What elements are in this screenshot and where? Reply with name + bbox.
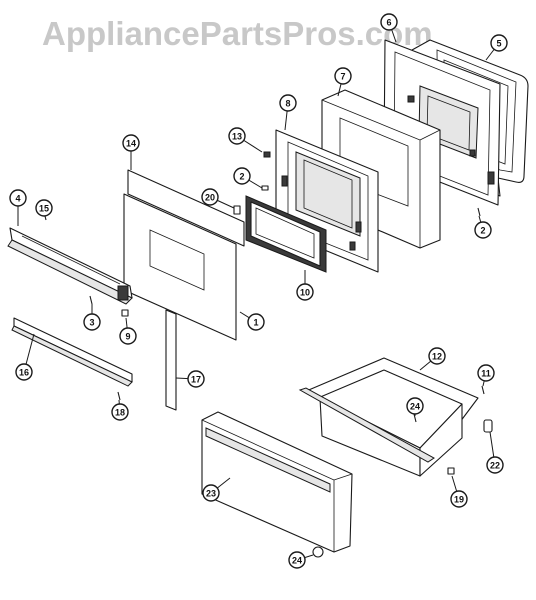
callout-2[interactable]: 2	[233, 167, 263, 189]
callout-circle	[83, 313, 101, 331]
callout-circle	[380, 13, 398, 31]
callout-circle	[122, 134, 140, 152]
callout-20[interactable]: 20	[201, 188, 235, 209]
callout-circle	[428, 347, 446, 365]
screw-3	[89, 295, 93, 305]
callout-number: 9	[125, 332, 130, 342]
callout-number: 17	[191, 375, 201, 385]
glass-panel-part	[127, 169, 245, 247]
glide-24b	[312, 546, 324, 558]
callout-number: 2	[480, 226, 485, 236]
callout-number: 24	[292, 556, 302, 566]
side-trim-part	[165, 309, 177, 411]
screw-2a	[261, 185, 269, 191]
spring-13	[263, 151, 271, 158]
callout-3[interactable]: 3	[83, 304, 101, 331]
callout-9[interactable]: 9	[119, 317, 137, 345]
callout-circle	[119, 327, 137, 345]
callout-circle	[111, 403, 129, 421]
callout-number: 6	[386, 18, 391, 28]
callout-circle	[187, 370, 205, 388]
callout-number: 7	[340, 72, 345, 82]
clip-9	[121, 309, 129, 317]
callout-11[interactable]: 11	[477, 364, 495, 387]
callout-12[interactable]: 12	[419, 347, 446, 371]
callout-13[interactable]: 13	[228, 127, 263, 153]
callout-circle	[15, 363, 33, 381]
callout-circle	[406, 397, 424, 415]
roller-22	[483, 419, 493, 433]
callout-number: 13	[232, 132, 242, 142]
callout-number: 10	[300, 288, 310, 298]
callout-circle	[233, 167, 251, 185]
callout-number: 20	[205, 193, 215, 203]
callout-circle	[228, 127, 246, 145]
callout-number: 3	[89, 318, 94, 328]
callout-circle	[334, 67, 352, 85]
callout-15[interactable]: 15	[35, 199, 53, 217]
callout-circle	[296, 283, 314, 301]
callout-number: 8	[285, 99, 290, 109]
callout-number: 18	[115, 408, 125, 418]
callout-7[interactable]: 7	[334, 67, 352, 97]
callout-19[interactable]: 19	[450, 475, 468, 508]
callout-10[interactable]: 10	[296, 270, 314, 301]
callout-number: 16	[19, 368, 29, 378]
callout-circle	[201, 188, 219, 206]
bracket-20	[233, 205, 241, 215]
callout-circle	[35, 199, 53, 217]
callout-circle	[474, 221, 492, 239]
callout-number: 15	[39, 204, 49, 214]
callout-17[interactable]: 17	[175, 370, 205, 388]
door-trim-bottom-part	[11, 317, 133, 387]
door-trim-top-part	[7, 227, 133, 305]
callout-number: 22	[490, 461, 500, 471]
screw-24a	[413, 413, 417, 423]
callout-18[interactable]: 18	[111, 399, 129, 421]
callout-24[interactable]: 24	[288, 551, 314, 569]
callout-24[interactable]: 24	[406, 397, 424, 416]
callout-4[interactable]: 4	[9, 189, 27, 226]
callout-1[interactable]: 1	[239, 311, 265, 331]
callout-circle	[486, 456, 504, 474]
callout-circle	[279, 94, 297, 112]
clip-19	[447, 467, 455, 475]
storage-drawer-part	[298, 357, 479, 477]
callout-22[interactable]: 22	[486, 431, 504, 474]
callout-16[interactable]: 16	[15, 333, 35, 381]
callout-2[interactable]: 2	[474, 215, 492, 239]
callout-circle	[9, 189, 27, 207]
callout-number: 14	[126, 139, 136, 149]
callout-number: 4	[15, 194, 20, 204]
callout-circle	[490, 34, 508, 52]
callout-circle	[477, 364, 495, 382]
screw-2b	[477, 207, 481, 217]
callout-number: 24	[410, 402, 420, 412]
drawer-front-panel-part	[201, 411, 353, 553]
screw-11	[481, 385, 485, 395]
callout-circle	[450, 490, 468, 508]
callout-circle	[202, 484, 220, 502]
callout-circle	[288, 551, 306, 569]
callout-number: 5	[496, 39, 501, 49]
callout-number: 1	[253, 318, 258, 328]
callout-5[interactable]: 5	[485, 34, 508, 61]
oven-door-outer-panel-part	[123, 193, 237, 341]
callout-number: 12	[432, 352, 442, 362]
callout-circle	[247, 313, 265, 331]
callout-number: 2	[239, 172, 244, 182]
callout-number: 19	[454, 495, 464, 505]
screw-18	[117, 391, 121, 401]
callout-8[interactable]: 8	[279, 94, 297, 131]
callout-14[interactable]: 14	[122, 134, 140, 170]
callout-number: 11	[481, 369, 491, 379]
callout-number: 23	[206, 489, 216, 499]
callout-23[interactable]: 23	[202, 477, 231, 502]
watermark-logo: AppliancePartsPros.com	[42, 15, 433, 52]
window-glass-part	[245, 195, 327, 273]
callout-6[interactable]: 6	[380, 13, 398, 43]
